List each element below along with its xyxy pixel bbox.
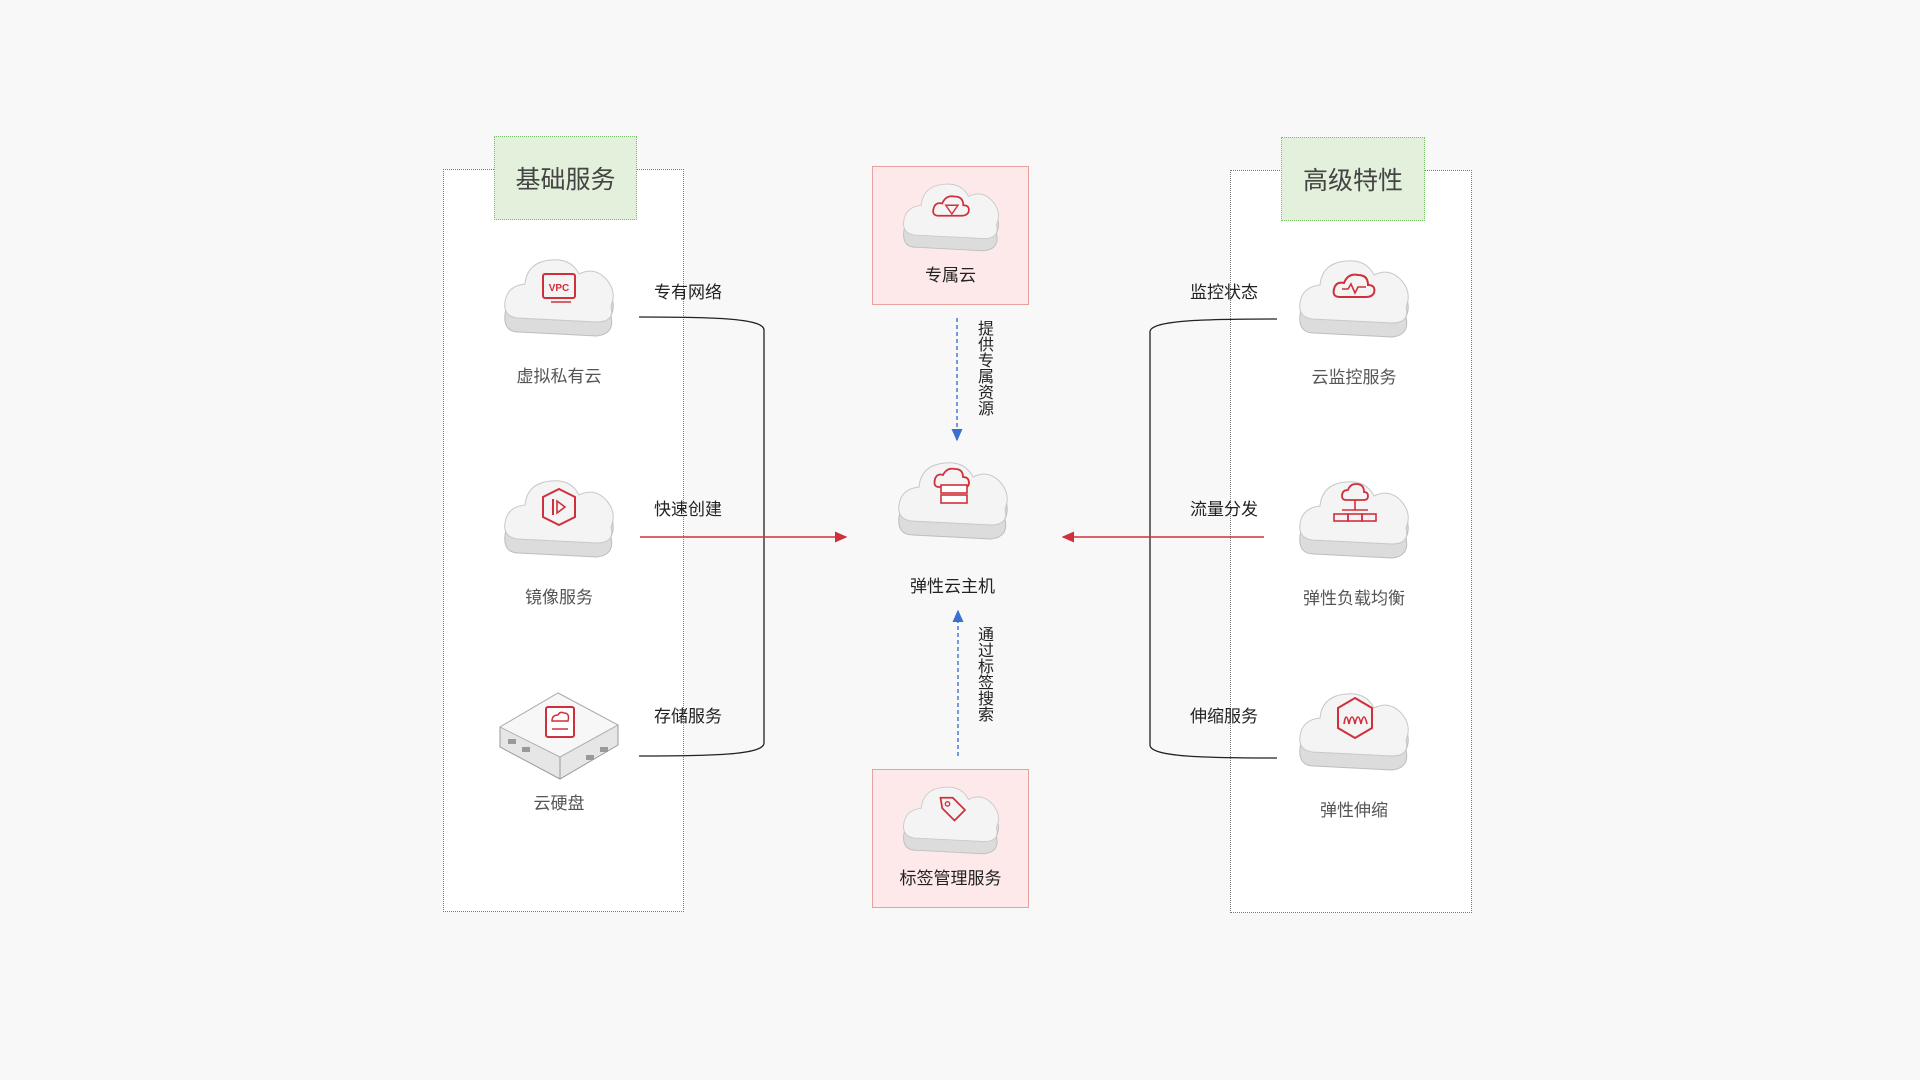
service-label: 虚拟私有云 bbox=[516, 367, 602, 387]
service-auto-scaling[interactable]: 弹性伸缩 bbox=[1279, 688, 1429, 821]
edge-label-monitor-status: 监控状态 bbox=[1190, 283, 1258, 303]
dedicated-cloud-label: 专属云 bbox=[925, 266, 976, 286]
edge-label-traffic-distribution: 流量分发 bbox=[1190, 500, 1258, 520]
service-cloud-monitor[interactable]: 云监控服务 bbox=[1279, 255, 1429, 388]
cloud-disk-icon bbox=[498, 692, 620, 780]
tag-management-label: 标签管理服务 bbox=[899, 869, 1002, 889]
service-label: 弹性伸缩 bbox=[1320, 801, 1388, 821]
advanced-features-title: 高级特性 bbox=[1281, 137, 1425, 221]
tag-icon bbox=[902, 786, 999, 855]
monitor-icon bbox=[1299, 260, 1409, 338]
right-bracket-line bbox=[1149, 318, 1278, 759]
service-vpc[interactable]: VPC 虚拟私有云 bbox=[484, 254, 634, 387]
tag-management-box[interactable]: 标签管理服务 bbox=[872, 769, 1029, 908]
edge-label-storage: 存储服务 bbox=[654, 707, 722, 727]
edge-label-fast-create: 快速创建 bbox=[654, 500, 722, 520]
service-label: 弹性负载均衡 bbox=[1303, 589, 1405, 609]
dedicated-cloud-box[interactable]: 专属云 bbox=[872, 166, 1029, 305]
service-image[interactable]: 镜像服务 bbox=[484, 475, 634, 608]
ecs-icon bbox=[898, 462, 1008, 540]
ecs-label: 弹性云主机 bbox=[910, 577, 995, 597]
service-label: 镜像服务 bbox=[525, 588, 593, 608]
image-icon bbox=[504, 480, 614, 558]
link-label-tag-search: 通过标签搜索 bbox=[975, 626, 994, 722]
service-label: 云硬盘 bbox=[533, 794, 585, 814]
load-balance-icon bbox=[1299, 481, 1409, 559]
basic-services-title: 基础服务 bbox=[494, 136, 637, 220]
svg-text:VPC: VPC bbox=[549, 283, 570, 294]
edge-label-private-network: 专有网络 bbox=[654, 283, 722, 303]
edge-label-scaling-service: 伸缩服务 bbox=[1190, 707, 1258, 727]
vpc-icon: VPC bbox=[504, 259, 614, 337]
dedicated-cloud-icon bbox=[902, 183, 999, 252]
auto-scaling-icon bbox=[1299, 693, 1409, 771]
link-label-provide-resources: 提供专属资源 bbox=[975, 320, 994, 416]
service-load-balance[interactable]: 弹性负载均衡 bbox=[1279, 476, 1429, 609]
service-cloud-disk[interactable]: 云硬盘 bbox=[484, 685, 634, 814]
ecs-node[interactable] bbox=[878, 457, 1028, 553]
service-label: 云监控服务 bbox=[1311, 368, 1397, 388]
